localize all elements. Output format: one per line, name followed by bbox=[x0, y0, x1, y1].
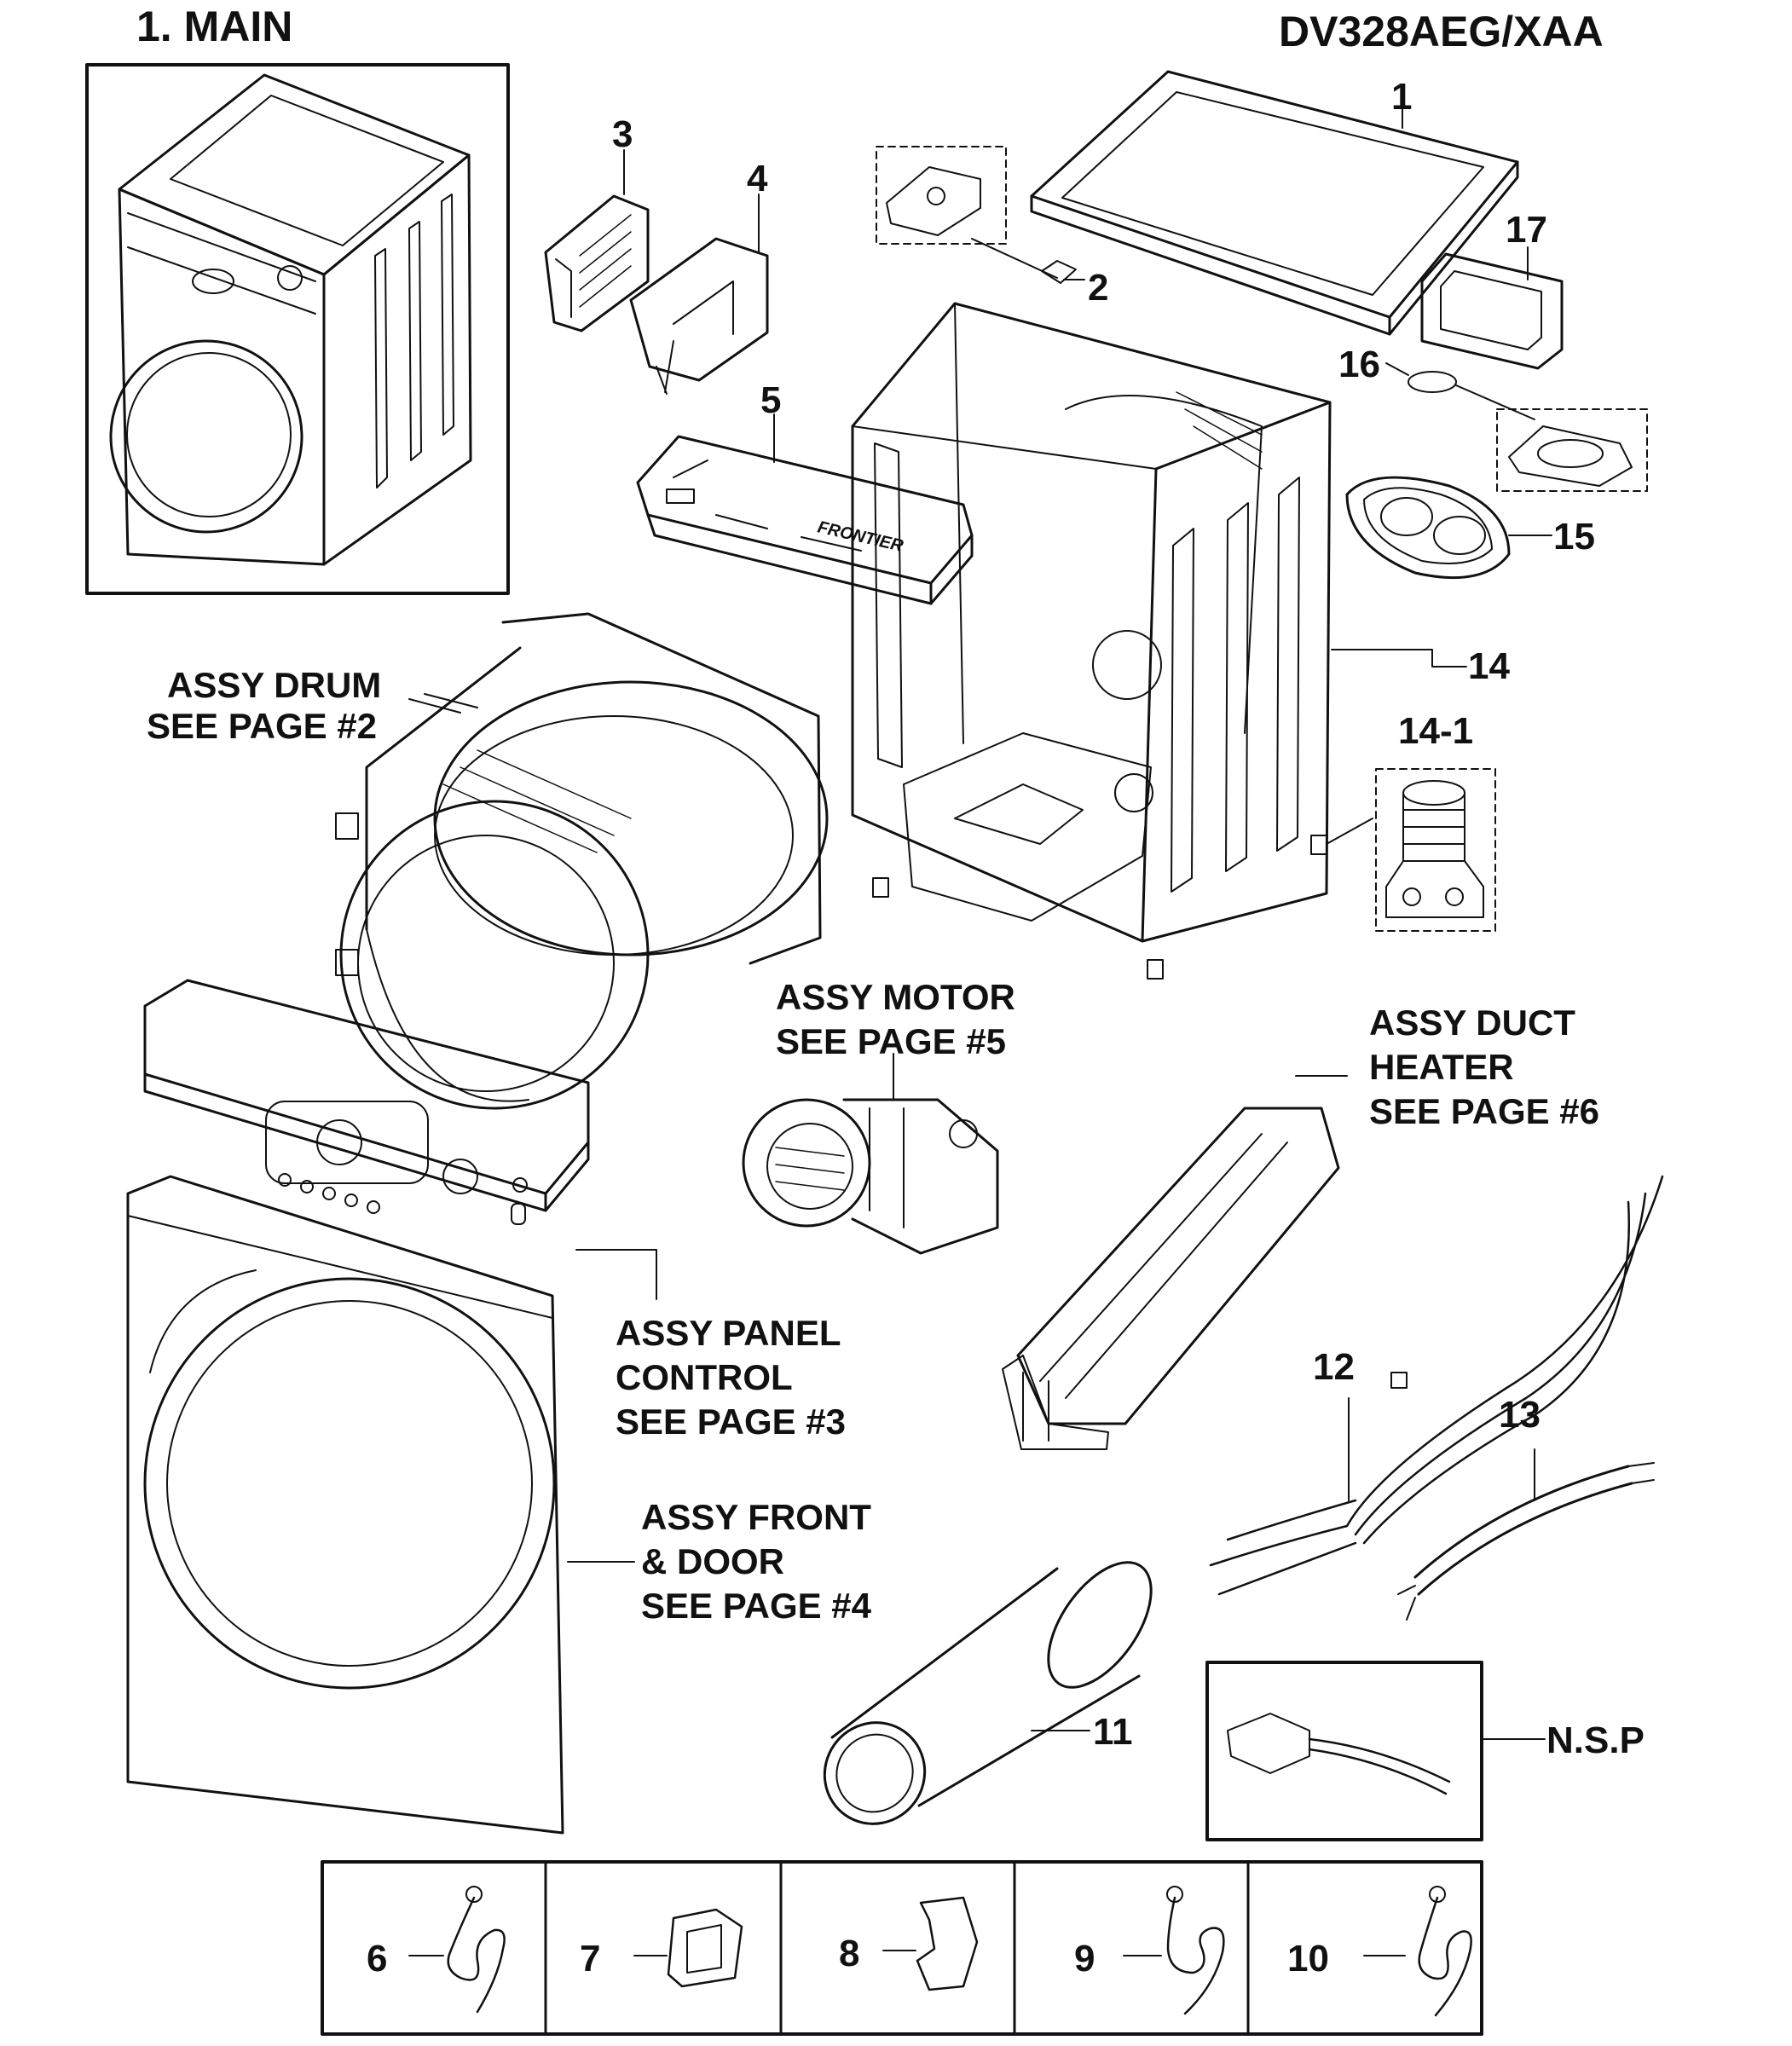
part-1-top-cover bbox=[1030, 70, 1519, 336]
duct-heater-label-line2: HEATER bbox=[1369, 1047, 1514, 1087]
part-2-detail-inset bbox=[876, 146, 1085, 284]
duct-heater-assembly bbox=[1002, 1075, 1348, 1450]
callout-14-1: 14-1 bbox=[1398, 710, 1473, 752]
dryer-overview-inset bbox=[85, 63, 510, 595]
callout-1: 1 bbox=[1391, 76, 1412, 118]
part-15-vent-cover bbox=[1345, 476, 1552, 580]
duct-heater-label-line3: SEE PAGE #6 bbox=[1369, 1091, 1599, 1131]
assembly-labels: ASSY DRUM SEE PAGE #2 ASSY MOTOR SEE PAG… bbox=[147, 665, 1599, 1626]
callout-6: 6 bbox=[367, 1938, 387, 1980]
part-14-1-foot-inset bbox=[1375, 768, 1496, 932]
part-5-control-bracket bbox=[636, 413, 974, 605]
callout-nsp: N.S.P bbox=[1546, 1719, 1645, 1761]
callout-9: 9 bbox=[1074, 1938, 1095, 1980]
drum-label-line1: ASSY DRUM bbox=[167, 665, 381, 705]
front-door-label-line2: & DOOR bbox=[641, 1541, 784, 1581]
control-panel-assembly bbox=[143, 979, 657, 1300]
part-4-bracket bbox=[629, 194, 769, 395]
drum-leader bbox=[424, 693, 478, 708]
part-13-wire-harness bbox=[1397, 1448, 1655, 1621]
callout-3: 3 bbox=[612, 113, 633, 155]
panel-label-line3: SEE PAGE #3 bbox=[616, 1402, 846, 1442]
part-16-detail-inset bbox=[1496, 408, 1648, 492]
callout-2: 2 bbox=[1088, 267, 1108, 309]
callout-8: 8 bbox=[839, 1933, 859, 1974]
model-number: DV328AEG/XAA bbox=[1279, 8, 1604, 55]
motor-label-line2: SEE PAGE #5 bbox=[776, 1021, 1006, 1061]
motor-label-line1: ASSY MOTOR bbox=[776, 977, 1015, 1017]
callout-14: 14 bbox=[1468, 645, 1510, 687]
front-door-label-line3: SEE PAGE #4 bbox=[641, 1586, 872, 1626]
callout-15: 15 bbox=[1553, 516, 1595, 558]
part-3-filter bbox=[544, 149, 650, 332]
nsp-power-cord-inset bbox=[1205, 1661, 1546, 1841]
front-door-assembly bbox=[126, 1175, 635, 1835]
callout-7: 7 bbox=[580, 1938, 600, 1980]
part-callouts: 1 2 3 4 5 14 14-1 15 16 17 12 13 11 N.S.… bbox=[367, 76, 1645, 1980]
callout-12: 12 bbox=[1313, 1346, 1355, 1388]
front-door-label-line1: ASSY FRONT bbox=[641, 1497, 871, 1537]
duct-heater-label-line1: ASSY DUCT bbox=[1369, 1003, 1575, 1043]
drum-assembly bbox=[335, 612, 829, 1110]
panel-label-line1: ASSY PANEL bbox=[616, 1313, 841, 1353]
callout-13: 13 bbox=[1499, 1394, 1541, 1436]
part-14-cabinet bbox=[851, 302, 1467, 980]
callout-10: 10 bbox=[1287, 1938, 1329, 1980]
panel-label-line2: CONTROL bbox=[616, 1357, 793, 1397]
part-12-wire-harness bbox=[1209, 1175, 1664, 1596]
callout-17: 17 bbox=[1506, 209, 1547, 251]
part-11-duct bbox=[823, 1561, 1153, 1825]
section-title: 1. MAIN bbox=[136, 3, 293, 50]
part-17-cover-plate bbox=[1420, 246, 1564, 370]
callout-16: 16 bbox=[1338, 344, 1380, 385]
motor-assembly bbox=[742, 1053, 999, 1255]
clips-strip bbox=[321, 1860, 1483, 2036]
callout-5: 5 bbox=[760, 379, 781, 421]
callout-11: 11 bbox=[1093, 1711, 1133, 1753]
callout-4: 4 bbox=[747, 158, 768, 199]
drum-label-line2: SEE PAGE #2 bbox=[147, 706, 377, 746]
part-16-gasket bbox=[1385, 362, 1535, 420]
